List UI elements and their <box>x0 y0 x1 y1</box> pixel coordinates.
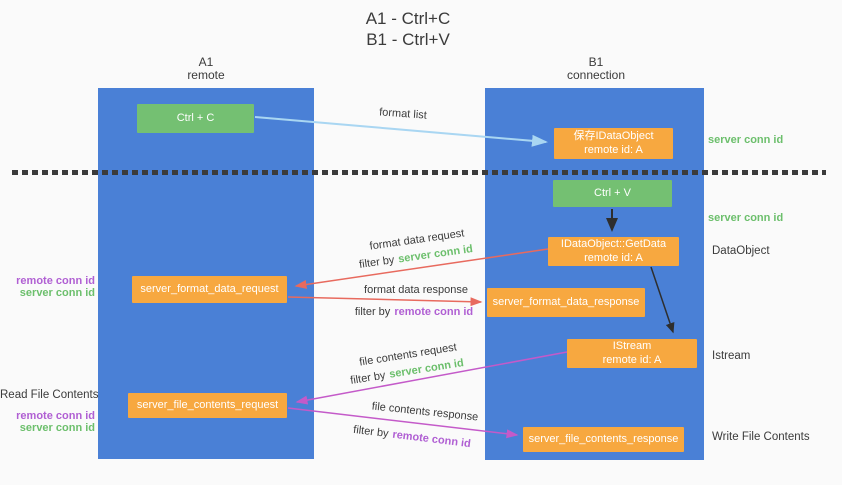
server-conn-id-label-top: server conn id <box>708 134 784 146</box>
arrow-format-list <box>254 116 548 147</box>
column-header-a1: A1 remote <box>146 56 266 82</box>
server-conn-id-label-mid: server conn id <box>708 212 784 224</box>
node-server-file-contents-response: server_file_contents_response <box>523 427 684 452</box>
arrow-format-data-request <box>294 248 549 289</box>
node-format-req-label: server_format_data_request <box>140 282 279 295</box>
title-line-b1: B1 - Ctrl+V <box>366 30 450 49</box>
node-server-file-contents-request: server_file_contents_request <box>128 393 287 418</box>
node-ctrl-c: Ctrl + C <box>137 104 254 133</box>
dataobject-label: DataObject <box>712 245 770 257</box>
dashed-divider-line <box>12 170 826 175</box>
remote-conn-id-label: remote conn id <box>16 410 95 422</box>
title-line-a1: A1 - Ctrl+C <box>365 9 451 28</box>
node-ctrl-v: Ctrl + V <box>553 180 672 207</box>
node-save-line2: remote id: A <box>584 143 643 156</box>
column-header-b1: B1 connection <box>536 56 656 82</box>
node-format-resp-label: server_format_data_response <box>492 295 640 308</box>
column-b1-name: B1 <box>588 55 604 69</box>
node-istream-line1: IStream <box>612 340 652 352</box>
remote-conn-id-keyword: remote conn id <box>394 306 474 318</box>
label-format-data-response: format data response <box>364 284 468 296</box>
node-getdata-line1: IDataObject::GetData <box>560 238 667 250</box>
node-getdata-line2: remote id: A <box>584 251 643 264</box>
node-istream-line2: remote id: A <box>602 353 662 366</box>
write-file-contents-label: Write File Contents <box>712 431 810 443</box>
arrow-file-contents-request <box>295 351 568 405</box>
node-ctrl-v-label: Ctrl + V <box>594 186 631 199</box>
read-file-contents-label: Read File Contents <box>0 389 99 401</box>
node-file-resp-label: server_file_contents_response <box>528 432 679 445</box>
node-server-format-data-request: server_format_data_request <box>132 276 287 303</box>
node-istream: IStream remote id: A <box>567 339 697 368</box>
node-save-line1: 保存IDataObject <box>573 130 654 142</box>
filter-prefix: filter by <box>354 306 391 318</box>
server-conn-id-label: server conn id <box>19 421 95 434</box>
arrow-getdata-to-istream <box>650 266 675 334</box>
server-conn-id-label: server conn id <box>19 286 95 299</box>
node-server-format-data-response: server_format_data_response <box>487 288 645 317</box>
istream-label: Istream <box>712 350 751 362</box>
left-conn-id-group-top: remote conn id server conn id <box>0 275 95 299</box>
diagram-title: A1 - Ctrl+C B1 - Ctrl+V <box>308 8 508 50</box>
column-a1-subtitle: remote <box>187 68 225 82</box>
node-save-idataobject: 保存IDataObject remote id: A <box>554 128 673 159</box>
node-file-req-label: server_file_contents_request <box>136 398 279 411</box>
column-a1-name: A1 <box>198 55 214 69</box>
remote-conn-id-label: remote conn id <box>16 275 95 287</box>
arrow-format-data-response <box>287 296 483 307</box>
node-idataobject-getdata: IDataObject::GetData remote id: A <box>548 237 679 266</box>
left-conn-id-group-bottom: remote conn id server conn id <box>0 410 95 434</box>
column-b1-subtitle: connection <box>566 68 626 82</box>
arrow-file-contents-response <box>287 407 519 439</box>
node-ctrl-c-label: Ctrl + C <box>176 111 215 124</box>
